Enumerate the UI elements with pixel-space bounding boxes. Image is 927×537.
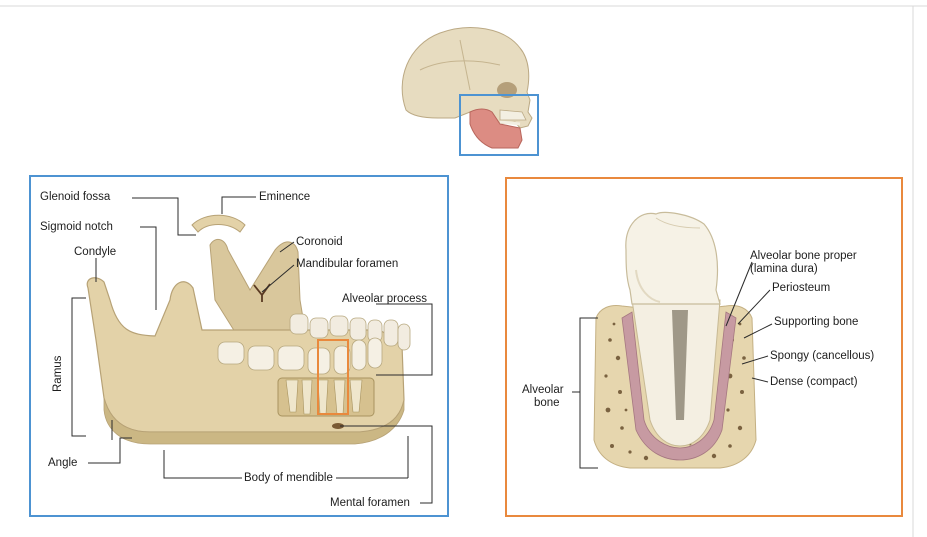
label-alveolar-bone: Alveolar bone (522, 384, 564, 410)
label-sigmoid-notch: Sigmoid notch (40, 221, 113, 234)
label-alveolar-bone-line2: bone (522, 397, 564, 410)
label-angle: Angle (48, 457, 77, 470)
label-coronoid: Coronoid (296, 236, 343, 249)
label-spongy: Spongy (cancellous) (770, 350, 874, 363)
label-periosteum: Periosteum (772, 282, 830, 295)
label-alveolar-process: Alveolar process (342, 293, 427, 306)
label-alveolar-bone-line1: Alveolar (522, 384, 564, 397)
label-body-of-mendible: Body of mendible (244, 472, 333, 485)
label-alveolar-bone-proper-line2: (lamina dura) (750, 263, 857, 276)
label-dense: Dense (compact) (770, 376, 858, 389)
skull-image (402, 28, 538, 155)
label-glenoid-fossa: Glenoid fossa (40, 191, 110, 204)
label-mandibular-foramen: Mandibular foramen (296, 258, 398, 271)
label-mental-foramen: Mental foramen (330, 497, 410, 510)
tooth-crown (626, 212, 720, 304)
label-alveolar-bone-proper: Alveolar bone proper (lamina dura) (750, 250, 857, 276)
label-ramus: Ramus (52, 356, 65, 392)
label-eminence: Eminence (259, 191, 310, 204)
label-condyle: Condyle (74, 246, 116, 259)
label-alveolar-bone-proper-line1: Alveolar bone proper (750, 250, 857, 263)
label-supporting-bone: Supporting bone (774, 316, 858, 329)
